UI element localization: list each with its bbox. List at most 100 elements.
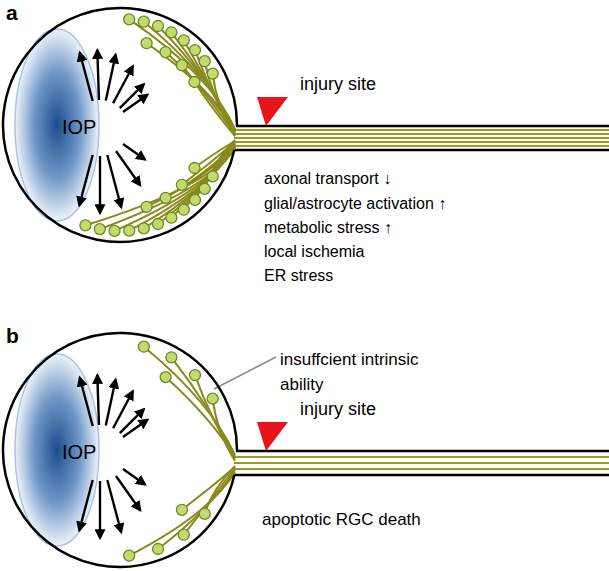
nerve-fiber — [234, 141, 609, 143]
rgc-axon — [147, 145, 235, 207]
rgc-cell — [190, 45, 201, 56]
rgc-cell — [138, 223, 149, 234]
pressure-arrow — [116, 476, 140, 510]
rgc-cell — [199, 508, 210, 519]
rgc-cell — [160, 192, 171, 203]
pressure-arrow — [97, 50, 99, 100]
pressure-arrow — [123, 144, 145, 160]
panel-b-art — [15, 341, 609, 561]
nerve-fiber — [234, 145, 609, 147]
rgc-cell — [199, 56, 210, 67]
rgc-cell — [166, 27, 177, 38]
rgc-axon — [182, 142, 235, 185]
nerve-fiber — [234, 137, 609, 139]
annotation-text: apoptotic RGC death — [262, 510, 421, 530]
pressure-arrow — [107, 155, 121, 207]
rgc-cell — [153, 544, 164, 555]
annotation-text: glial/astrocyte activation ↑ — [264, 194, 446, 213]
rgc-cell — [160, 47, 171, 58]
pressure-arrow — [79, 480, 92, 530]
pressure-label: IOP — [62, 116, 96, 139]
pressure-arrow — [106, 380, 116, 426]
leader-line — [214, 357, 276, 389]
rgc-cell — [189, 77, 200, 88]
nerve-fiber — [234, 133, 609, 135]
rgc-cell — [166, 352, 177, 363]
eye-globe: IOP — [3, 8, 237, 242]
pressure-arrow — [123, 469, 145, 485]
optic-nerve-border — [233, 474, 609, 477]
rgc-cell — [166, 212, 177, 223]
rgc-cell — [124, 225, 135, 236]
rgc-cell — [207, 171, 218, 182]
rgc-axon — [166, 377, 235, 457]
rgc-cell — [141, 38, 152, 49]
globe-outline-path — [3, 333, 237, 567]
rgc-axon — [195, 82, 236, 136]
injury-marker — [257, 97, 288, 126]
nerve-fiber — [234, 468, 609, 470]
annotation-text: metabolic stress ↑ — [264, 218, 392, 237]
rgc-cell — [109, 225, 120, 236]
annotation-text: axonal transport ↓ — [264, 169, 391, 188]
rgc-cell — [178, 204, 189, 215]
rgc-axon — [158, 26, 235, 131]
rgc-cell — [176, 504, 187, 515]
optic-nerve-border — [233, 149, 609, 152]
rgc-cell — [138, 341, 149, 352]
annotation-text: local ischemia — [264, 242, 364, 261]
pressure-arrow — [99, 481, 101, 538]
pressure-arrow — [107, 480, 121, 532]
lens — [15, 354, 99, 546]
annotation-text: injury site — [300, 74, 376, 96]
rgc-cell — [176, 179, 187, 190]
rgc-cell — [207, 68, 218, 79]
globe-outline-path — [3, 8, 237, 242]
pressure-arrow — [97, 375, 99, 425]
nerve-fiber — [234, 456, 609, 458]
rgc-axon — [182, 467, 235, 510]
nerve-fiber — [234, 129, 609, 131]
pressure-label: IOP — [62, 441, 96, 464]
eye-globe: IOP — [3, 333, 237, 567]
rgc-cell — [80, 220, 91, 231]
rgc-cell — [153, 21, 164, 32]
optic-nerve-border — [236, 125, 609, 128]
panel-letter: a — [6, 0, 18, 25]
rgc-cell — [190, 370, 201, 381]
rgc-cell — [124, 550, 135, 561]
panel-a-art — [15, 14, 609, 237]
panel-letter: b — [6, 323, 19, 348]
rgc-cell — [141, 201, 152, 212]
rgc-cell — [189, 163, 200, 174]
pressure-arrow — [123, 95, 148, 112]
pressure-arrow — [79, 155, 92, 205]
annotation-text: insuffcient intrinsic ability — [280, 348, 430, 397]
pressure-arrow — [123, 420, 148, 437]
injury-marker — [257, 422, 288, 451]
rgc-axon — [166, 144, 235, 198]
annotation-text: injury site — [300, 399, 376, 421]
rgc-cell — [207, 393, 218, 404]
rgc-cell — [190, 194, 201, 205]
globe-outline — [3, 8, 237, 242]
annotation-text: ER stress — [264, 266, 333, 285]
pressure-arrow — [80, 53, 93, 101]
rgc-cell — [199, 183, 210, 194]
pressure-arrow — [99, 156, 101, 213]
rgc-cell — [176, 60, 187, 71]
rgc-cell — [94, 224, 105, 235]
globe-outline — [3, 333, 237, 567]
rgc-cell — [178, 35, 189, 46]
pressure-arrow — [116, 151, 140, 185]
rgc-cell — [160, 372, 171, 383]
pressure-arrow — [106, 55, 116, 101]
lens — [15, 29, 99, 221]
optic-nerve-border — [236, 450, 609, 453]
rgc-cell — [178, 529, 189, 540]
rgc-cell — [124, 14, 135, 25]
rgc-cell — [138, 16, 149, 27]
nerve-fiber — [234, 462, 609, 464]
pressure-arrow — [80, 378, 93, 426]
rgc-cell — [153, 219, 164, 230]
